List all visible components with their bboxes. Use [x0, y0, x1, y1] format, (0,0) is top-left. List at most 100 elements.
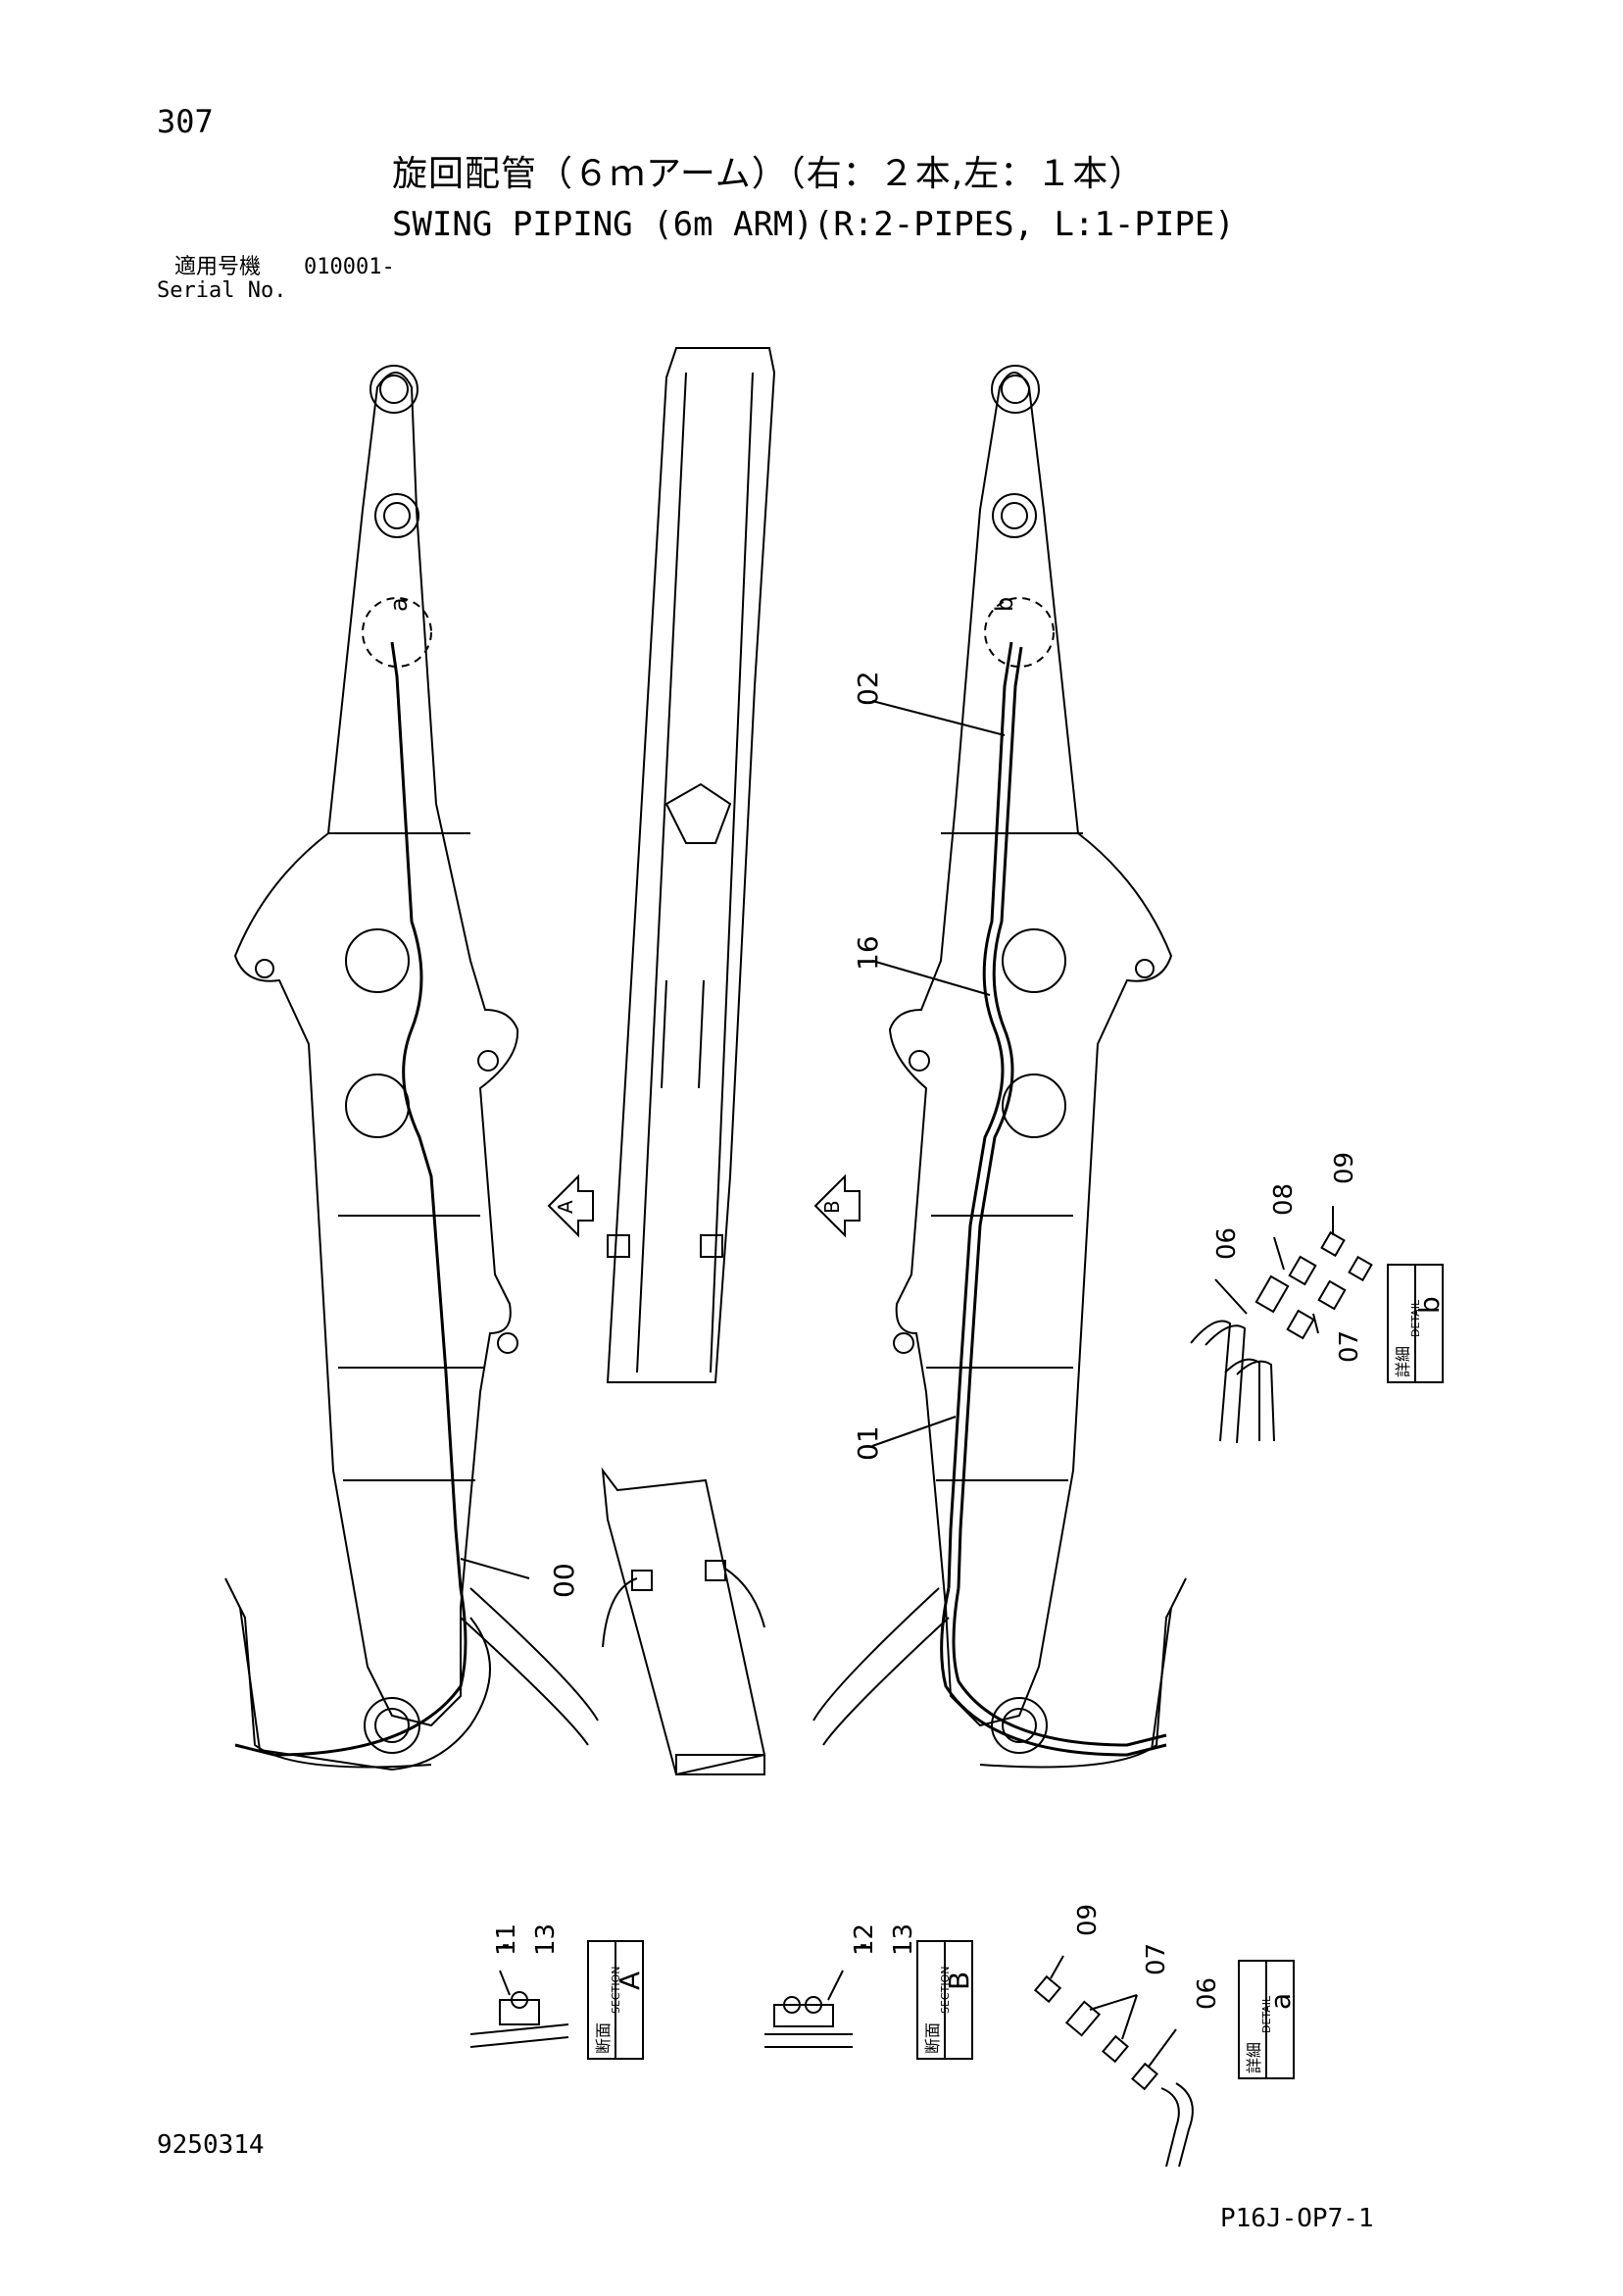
callout-02: 02 — [852, 671, 1006, 736]
center-arm-lower-cap — [675, 1754, 765, 1775]
section-b-box-letter: B — [943, 1972, 975, 1990]
detail-b-fitting-3 — [1320, 1230, 1346, 1258]
section-a-box-letter: A — [614, 1972, 646, 1990]
left-arm-swing-pipe — [390, 641, 463, 1589]
left-arm-mid-pin — [383, 502, 411, 529]
view-arrow-a-label: A — [554, 1200, 577, 1214]
view-arrow-b: B — [813, 1173, 861, 1238]
section-b-box-en: SECTION — [939, 1967, 952, 2014]
view-arrow-a-shape — [547, 1173, 594, 1238]
center-arm-lower-pipe-1 — [602, 1577, 638, 1648]
section-b-callout-dash: - — [860, 1932, 867, 1957]
right-arm-hole-5 — [893, 1332, 914, 1354]
section-a-box: A 断面 SECTION — [587, 1940, 646, 2060]
section-b-clamp — [773, 2004, 834, 2027]
left-arm-hole-4 — [477, 1050, 499, 1072]
left-boom-linkage — [224, 1577, 599, 1772]
center-arm-lower-pipe-2 — [724, 1568, 765, 1628]
detail-a-fitting-3 — [1102, 2034, 1129, 2064]
section-b-box: B 断面 SECTION — [916, 1940, 975, 2060]
section-a-clamp — [499, 1999, 540, 2025]
callout-b-label: b — [991, 597, 1018, 612]
section-b-box-jp: 断面 — [923, 2022, 942, 2054]
detail-a-view: 09 07 06 — [1033, 1904, 1222, 2168]
leader-11 — [499, 1970, 511, 1996]
callout-16-label: 16 — [852, 935, 884, 971]
right-arm-pipe-lower-1 — [940, 1587, 1167, 1757]
detail-a-hose — [1160, 2082, 1194, 2168]
detail-a-fitting-2 — [1064, 2000, 1102, 2037]
detail-b-hose-2 — [1205, 1324, 1247, 1444]
leader-09-a — [1050, 1955, 1064, 1979]
detail-b-box-letter: b — [1413, 1296, 1446, 1314]
section-a-pipe — [511, 1991, 528, 2009]
serial-label-english: Serial No. — [157, 278, 287, 303]
detail-b-callout-06: 06 — [1212, 1227, 1242, 1260]
view-arrow-b-label: B — [820, 1200, 844, 1214]
serial-label-japanese: 適用号機 — [174, 255, 262, 279]
leader-12 — [827, 1970, 844, 2001]
detail-b-fitting-6 — [1348, 1255, 1373, 1282]
left-arm-swing-pipe-lower — [234, 1587, 467, 1757]
section-b-callout-13: 13 — [889, 1923, 918, 1956]
leader-08-b — [1273, 1236, 1285, 1271]
detail-b-fitting-5 — [1317, 1279, 1347, 1311]
left-arm-hole-1 — [255, 959, 274, 978]
right-arm-hole-2 — [1002, 928, 1066, 993]
center-arm-lower-outline — [601, 1467, 766, 1776]
document-number: 9250314 — [157, 2130, 265, 2160]
center-arm-inner-line-1 — [636, 372, 687, 1373]
leader-06-b — [1214, 1278, 1248, 1315]
detail-b-box-en: DETAIL — [1409, 1299, 1422, 1337]
callout-00: 00 — [460, 1558, 580, 1598]
section-b-pipe-1 — [783, 1996, 801, 2014]
right-boom-curve-2 — [1151, 1607, 1172, 1751]
reference-code: P16J-OP7-1 — [1220, 2204, 1374, 2233]
callout-02-label: 02 — [852, 671, 884, 706]
right-arm-bottom-pin — [1002, 1708, 1037, 1743]
detail-a-callout-06: 06 — [1193, 1977, 1222, 2010]
view-arrow-a: A — [547, 1173, 594, 1238]
right-arm-mid-boss — [992, 493, 1037, 538]
section-b-callout-12: 12 — [850, 1923, 879, 1956]
left-arm-hole-3 — [345, 1073, 410, 1138]
right-arm-pipe-lower-2 — [952, 1587, 1167, 1747]
right-arm-top-boss — [991, 365, 1040, 414]
center-arm-slot-2 — [698, 979, 705, 1089]
detail-a-callout-09: 09 — [1073, 1904, 1103, 1936]
right-arm-hole-4 — [909, 1050, 930, 1072]
leader-02 — [871, 700, 1006, 736]
title-japanese: 旋回配管（６ｍアーム）（右：２本,左：１本） — [392, 154, 1146, 194]
leader-06-a — [1148, 2028, 1177, 2068]
left-arm-view — [233, 365, 519, 1757]
right-arm-top-pin — [1001, 374, 1030, 404]
callout-16: 16 — [852, 935, 991, 996]
detail-b-box: b 詳細 DETAIL — [1387, 1264, 1446, 1383]
detail-a-fitting-1 — [1033, 1974, 1062, 2004]
detail-a-fitting-4 — [1131, 2062, 1158, 2091]
right-arm-view — [888, 365, 1173, 1757]
callout-01: 01 — [852, 1416, 957, 1461]
right-arm-mid-pin — [1001, 502, 1028, 529]
callout-01-label: 01 — [852, 1425, 884, 1461]
detail-b-box-jp: 詳細 — [1394, 1346, 1412, 1377]
callout-00-label: 00 — [548, 1563, 580, 1598]
section-a-callout-dash: - — [502, 1932, 510, 1957]
detail-a-box-en: DETAIL — [1260, 1995, 1273, 2033]
center-arm-inner-line-2 — [710, 372, 754, 1373]
leader-07-a2 — [1121, 1994, 1138, 2040]
right-boom-curve — [979, 1577, 1187, 1769]
right-arm-hole-3 — [1002, 1073, 1066, 1138]
page-number: 307 — [157, 103, 214, 140]
leader-00 — [460, 1558, 530, 1579]
section-b-plate — [764, 2033, 853, 2048]
detail-b-dashed-circle — [984, 597, 1055, 668]
leader-01 — [871, 1416, 957, 1447]
right-boom-lines — [812, 1587, 950, 1746]
left-arm-hole-2 — [345, 928, 410, 993]
right-arm-swing-pipe-1 — [947, 641, 1013, 1589]
center-arm-upper-notch — [664, 782, 732, 844]
left-arm-mid-boss — [374, 493, 419, 538]
detail-b-fitting-4 — [1286, 1309, 1315, 1340]
